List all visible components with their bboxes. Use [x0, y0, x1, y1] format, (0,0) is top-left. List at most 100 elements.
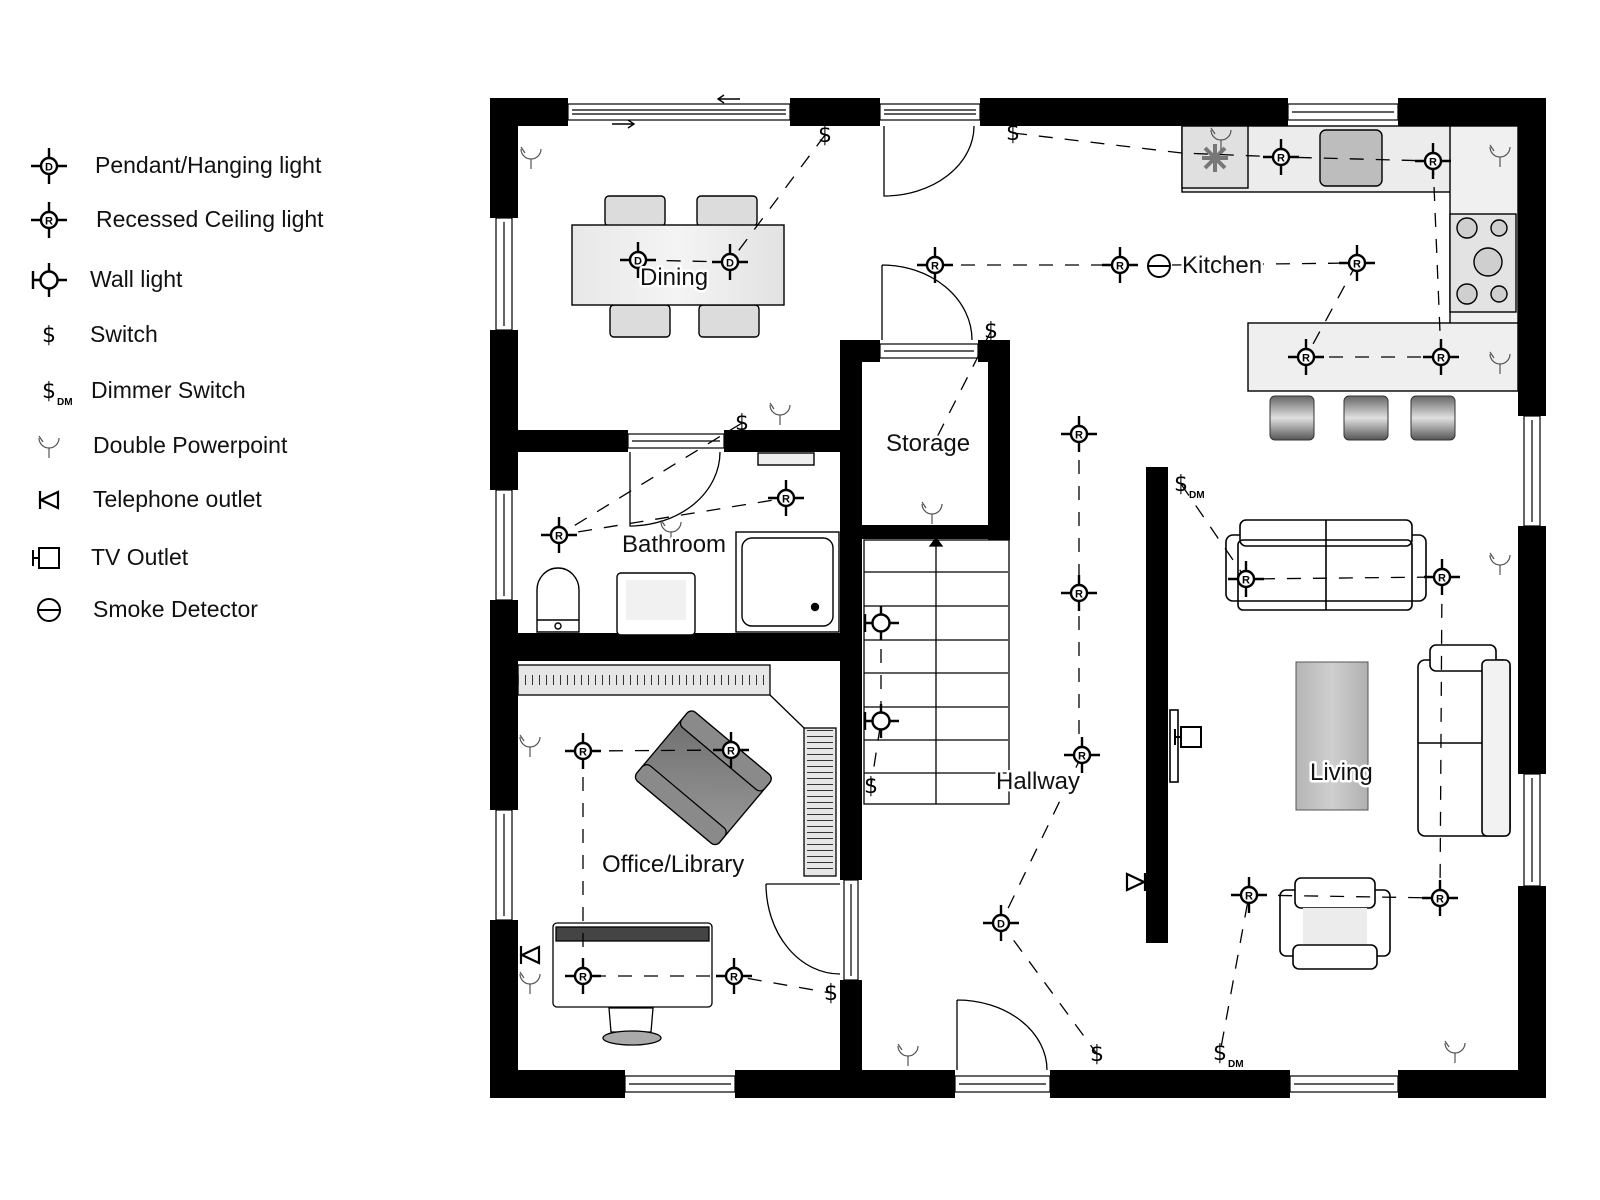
- wall-light-icon: [31, 263, 67, 297]
- smoke-detectors: [1147, 254, 1171, 278]
- svg-text:$: $: [1213, 1041, 1227, 1066]
- svg-text:R: R: [1075, 589, 1083, 601]
- dimmer-switch-icon: $DM: [1174, 472, 1205, 501]
- sliding-door-arrows: [612, 94, 740, 129]
- svg-text:DM: DM: [1189, 490, 1205, 501]
- recessed-light-icon: R: [917, 247, 953, 283]
- wall-light-icon: [863, 704, 899, 738]
- legend-item: [28, 590, 80, 630]
- legend-label: Double Powerpoint: [93, 432, 288, 458]
- double-powerpoint-icon: [1489, 144, 1511, 167]
- legend-item: D: [28, 146, 80, 186]
- double-powerpoint-icon: [519, 971, 541, 994]
- svg-text:R: R: [730, 972, 738, 984]
- double-powerpoint-icon: [897, 1043, 919, 1066]
- svg-text:R: R: [1245, 891, 1253, 903]
- svg-text:R: R: [555, 531, 563, 543]
- dining-set: [571, 195, 785, 338]
- svg-text:R: R: [1277, 153, 1285, 165]
- recessed-light-icon: R: [1415, 143, 1451, 179]
- recessed-light-icon: R: [1102, 247, 1138, 283]
- smoke-detector-icon: [1147, 254, 1171, 278]
- telephone-outlet-icon: [38, 490, 60, 510]
- recessed-light-icon: R: [1263, 139, 1299, 175]
- legend-item: $: [28, 315, 80, 355]
- svg-text:R: R: [931, 261, 939, 273]
- pendant-lights: D D D: [620, 242, 1019, 941]
- room-label-hallway: Hallway: [996, 768, 1080, 795]
- svg-text:R: R: [782, 494, 790, 506]
- recessed-light-icon: R: [713, 732, 749, 768]
- room-label-kitchen: Kitchen: [1182, 252, 1262, 279]
- legend-label: Recessed Ceiling light: [96, 206, 324, 232]
- dimmer-switch-icon: $DM: [1213, 1041, 1244, 1070]
- svg-text:D: D: [726, 258, 734, 270]
- telephone-outlets: [519, 872, 1147, 965]
- recessed-light-icon: R: [1228, 561, 1264, 597]
- legend-label: Switch: [90, 321, 158, 347]
- svg-text:DM: DM: [1228, 1059, 1244, 1070]
- switch-icon: $: [1090, 1042, 1104, 1067]
- legend-item: [28, 426, 80, 466]
- svg-text:D: D: [997, 919, 1005, 931]
- svg-text:R: R: [1437, 353, 1445, 365]
- svg-text:R: R: [579, 747, 587, 759]
- svg-text:$: $: [818, 123, 832, 148]
- svg-text:R: R: [1302, 353, 1310, 365]
- tv-outlet-icon: [32, 547, 60, 569]
- recessed-light-icon: R: [768, 480, 804, 516]
- pendant-light-icon: D: [712, 244, 748, 280]
- pendant-light-icon: D: [31, 148, 67, 184]
- svg-text:R: R: [1078, 751, 1086, 763]
- legend-item: $DM: [28, 371, 80, 411]
- recessed-light-icon: R: [31, 202, 67, 238]
- recessed-light-icon: R: [565, 958, 601, 994]
- svg-text:R: R: [1075, 430, 1083, 442]
- wall-light-icon: [863, 606, 899, 640]
- svg-text:$: $: [1090, 1042, 1104, 1067]
- recessed-light-icon: R: [1064, 737, 1100, 773]
- dimmer-switches: $DM$DM: [1174, 472, 1244, 1070]
- cooktop: [1449, 213, 1517, 313]
- svg-text:R: R: [579, 972, 587, 984]
- switch-icon: $: [824, 981, 838, 1006]
- double-powerpoint-icon: [921, 501, 943, 524]
- room-label-dining: Dining: [640, 264, 708, 291]
- svg-text:R: R: [1438, 573, 1446, 585]
- room-label-living: Living: [1310, 759, 1373, 786]
- legend-item: [28, 538, 80, 578]
- double-powerpoint-icon: [1489, 351, 1511, 374]
- svg-text:R: R: [1116, 261, 1124, 273]
- svg-text:D: D: [45, 162, 53, 174]
- bar-stools: [1269, 395, 1456, 441]
- room-label-office-library: Office/Library: [602, 851, 744, 878]
- double-powerpoint-icon: [1489, 552, 1511, 575]
- staircase: [863, 536, 1010, 805]
- recessed-light-icon: R: [1061, 416, 1097, 452]
- legend-label: Dimmer Switch: [91, 377, 246, 403]
- svg-text:R: R: [1429, 157, 1437, 169]
- range-hood-fan-icon: [1202, 144, 1228, 172]
- switch-icon: $: [984, 319, 998, 344]
- legend-item: R: [28, 200, 80, 240]
- double-powerpoint-icon: [660, 519, 682, 542]
- recessed-light-icon: R: [1288, 339, 1324, 375]
- double-powerpoint-icon: [1210, 127, 1232, 150]
- double-powerpoint-icon: [769, 402, 791, 425]
- recessed-light-icon: R: [565, 733, 601, 769]
- recessed-light-icon: R: [1422, 880, 1458, 916]
- svg-text:R: R: [1353, 259, 1361, 271]
- living-furniture: [1169, 519, 1511, 970]
- svg-text:$: $: [824, 981, 838, 1006]
- svg-text:D: D: [634, 256, 642, 268]
- recessed-lights: R R R R R R R R R R R R R R R R R R R R: [541, 139, 1460, 994]
- double-powerpoint-icon: [1444, 1040, 1466, 1063]
- switch-icon: $: [735, 411, 749, 436]
- svg-text:R: R: [727, 746, 735, 758]
- switches: $$$$$$$: [735, 121, 1104, 1067]
- pendant-light-icon: D: [620, 242, 656, 278]
- walls: [490, 98, 1546, 1098]
- doors: [629, 125, 1048, 1071]
